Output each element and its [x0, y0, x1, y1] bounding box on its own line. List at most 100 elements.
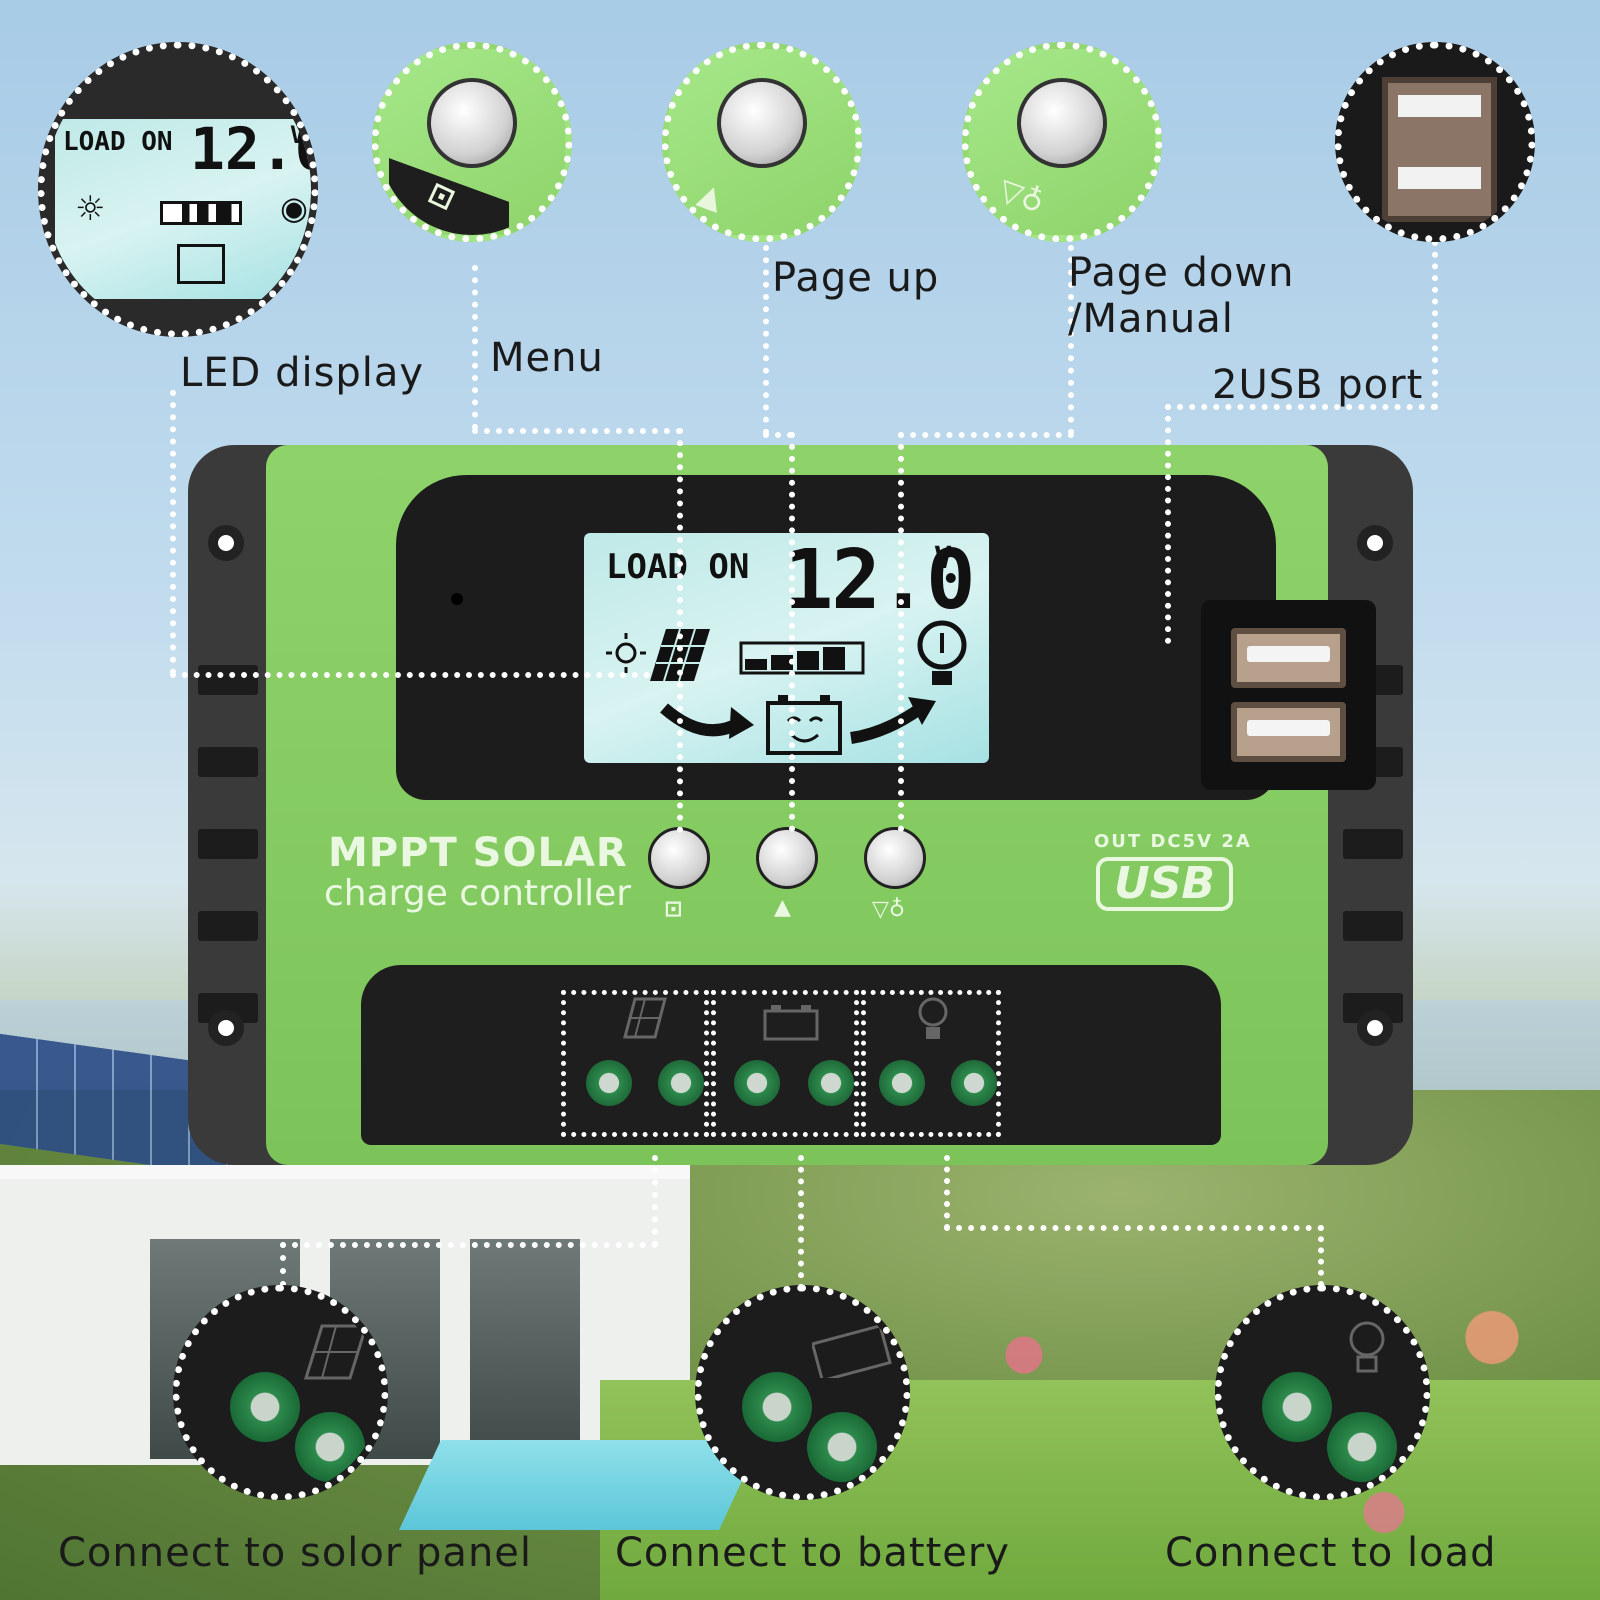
lcd-unit: V — [934, 541, 953, 576]
terminal-bay — [361, 965, 1221, 1145]
zoom-battery-face-icon — [177, 244, 225, 284]
usb-callout-line — [1432, 240, 1438, 410]
manual-label: /Manual — [1068, 296, 1234, 342]
charge-controller: LOAD ON 12.0 V — [188, 445, 1413, 1165]
controller-face: LOAD ON 12.0 V — [266, 445, 1376, 1165]
usb-logo: USB — [1096, 857, 1233, 911]
zoom-solar-negative-terminal — [295, 1412, 365, 1482]
discharge-arrow-icon — [850, 697, 936, 744]
battery-callout-line — [798, 1155, 804, 1290]
connect-load-label: Connect to load — [1165, 1530, 1497, 1576]
mount-hole — [208, 1010, 244, 1046]
zoom-battery-icon — [812, 1323, 892, 1378]
zoom-load-positive-terminal — [1262, 1372, 1332, 1442]
zoom-load-status: LOAD ON — [63, 127, 173, 157]
solar-positive-terminal[interactable] — [586, 1060, 632, 1106]
load-callout-line — [944, 1155, 950, 1230]
usb-port-zoom — [1335, 42, 1535, 242]
usb-port-1[interactable] — [1231, 628, 1346, 688]
zoom-load-negative-terminal — [1327, 1412, 1397, 1482]
page-up-callout-line — [763, 432, 793, 438]
load-callout-line — [944, 1225, 1324, 1231]
load-callout-line — [1318, 1225, 1324, 1287]
battery-level-icon — [739, 641, 865, 675]
zoom-voltage: 12.0 — [190, 115, 318, 183]
charge-arrow-icon — [660, 703, 754, 739]
battery-face-icon — [766, 695, 842, 755]
down-bulb-icon: ▽♁ — [872, 897, 906, 922]
page-down-callout-line — [898, 432, 904, 832]
indicator-dot — [451, 593, 463, 605]
mount-hole — [208, 525, 244, 561]
zoom-battery-negative-terminal — [807, 1412, 877, 1482]
usb-port-2[interactable] — [1231, 702, 1346, 762]
page-up-button-zoom: ▲ — [662, 42, 862, 242]
zoom-sun-icon: ☼ — [75, 189, 106, 229]
solar-callout-line — [280, 1242, 658, 1248]
load-terminal-group — [861, 990, 1001, 1137]
page-up-button[interactable] — [756, 827, 818, 889]
page-down-button[interactable] — [864, 827, 926, 889]
solar-callout-line — [652, 1155, 658, 1247]
page-down-button-zoom: ▽♁ — [962, 42, 1162, 242]
lcd-screen: LOAD ON 12.0 V — [584, 533, 989, 763]
usb-rating: OUT DC5V 2A — [1094, 831, 1252, 852]
page-up-label: Page up — [772, 255, 940, 301]
brand-title: MPPT SOLAR — [328, 830, 628, 876]
battery-negative-terminal[interactable] — [808, 1060, 854, 1106]
led-display-zoom: LOAD ON 12.0 V ☼ ◉ — [38, 42, 318, 337]
solar-terminal-zoom — [173, 1285, 388, 1500]
usb-port-label: 2USB port — [1212, 362, 1424, 408]
menu-callout-line — [472, 428, 682, 434]
plus-up-icon: ▲ — [774, 895, 791, 920]
battery-positive-terminal[interactable] — [734, 1060, 780, 1106]
page-up-callout-line — [763, 245, 769, 435]
zoom-usb-ports — [1382, 77, 1497, 222]
zoom-plus-up-icon: ▲ — [693, 176, 728, 217]
battery-terminal-zoom — [695, 1285, 910, 1500]
zoom-solar-positive-terminal — [230, 1372, 300, 1442]
load-negative-terminal[interactable] — [951, 1060, 997, 1106]
page-down-callout-line — [898, 432, 1074, 438]
menu-callout-line — [472, 265, 478, 430]
led-display-label: LED display — [180, 350, 425, 396]
menu-label: Menu — [490, 335, 604, 381]
solar-panel-icon — [623, 997, 667, 1039]
load-terminal-zoom — [1215, 1285, 1430, 1500]
zoom-solar-panel-icon — [303, 1324, 369, 1380]
zoom-battery-positive-terminal — [742, 1372, 812, 1442]
menu-icon: ⊡ — [664, 897, 683, 922]
zoom-page-up-button — [717, 78, 807, 169]
screen-bezel: LOAD ON 12.0 V — [396, 475, 1376, 800]
pool — [399, 1440, 761, 1530]
battery-icon — [763, 1005, 819, 1041]
zoom-down-bulb-icon: ▽♁ — [994, 172, 1049, 221]
zoom-load-bulb-icon — [1349, 1321, 1385, 1373]
zoom-page-down-button — [1017, 78, 1107, 169]
zoom-bulb-icon: ◉ — [280, 189, 308, 227]
usb-well — [1201, 600, 1376, 790]
page-down-label: Page down — [1068, 250, 1295, 296]
connect-battery-label: Connect to battery — [615, 1530, 1010, 1576]
zoom-battery-bars — [160, 201, 242, 225]
load-positive-terminal[interactable] — [879, 1060, 925, 1106]
left-vents — [198, 665, 258, 1075]
mount-hole — [1357, 1010, 1393, 1046]
load-bulb-icon — [918, 997, 948, 1039]
solar-negative-terminal[interactable] — [658, 1060, 704, 1106]
lcd-voltage: 12.0 — [784, 533, 975, 628]
solar-terminal-group — [561, 990, 709, 1137]
brand-subtitle: charge controller — [324, 873, 632, 914]
zoom-unit: V — [290, 121, 305, 149]
menu-button[interactable] — [648, 827, 710, 889]
led-callout-line — [170, 390, 176, 675]
mount-hole — [1357, 525, 1393, 561]
usb-callout-line — [1165, 404, 1437, 410]
led-callout-line — [170, 672, 650, 678]
menu-button-zoom: ⊡ — [372, 42, 572, 242]
battery-terminal-group — [711, 990, 859, 1137]
zoom-menu-button — [427, 78, 517, 169]
bulb-icon — [917, 620, 967, 685]
solar-callout-line — [280, 1242, 286, 1287]
page-up-callout-line — [789, 432, 795, 832]
